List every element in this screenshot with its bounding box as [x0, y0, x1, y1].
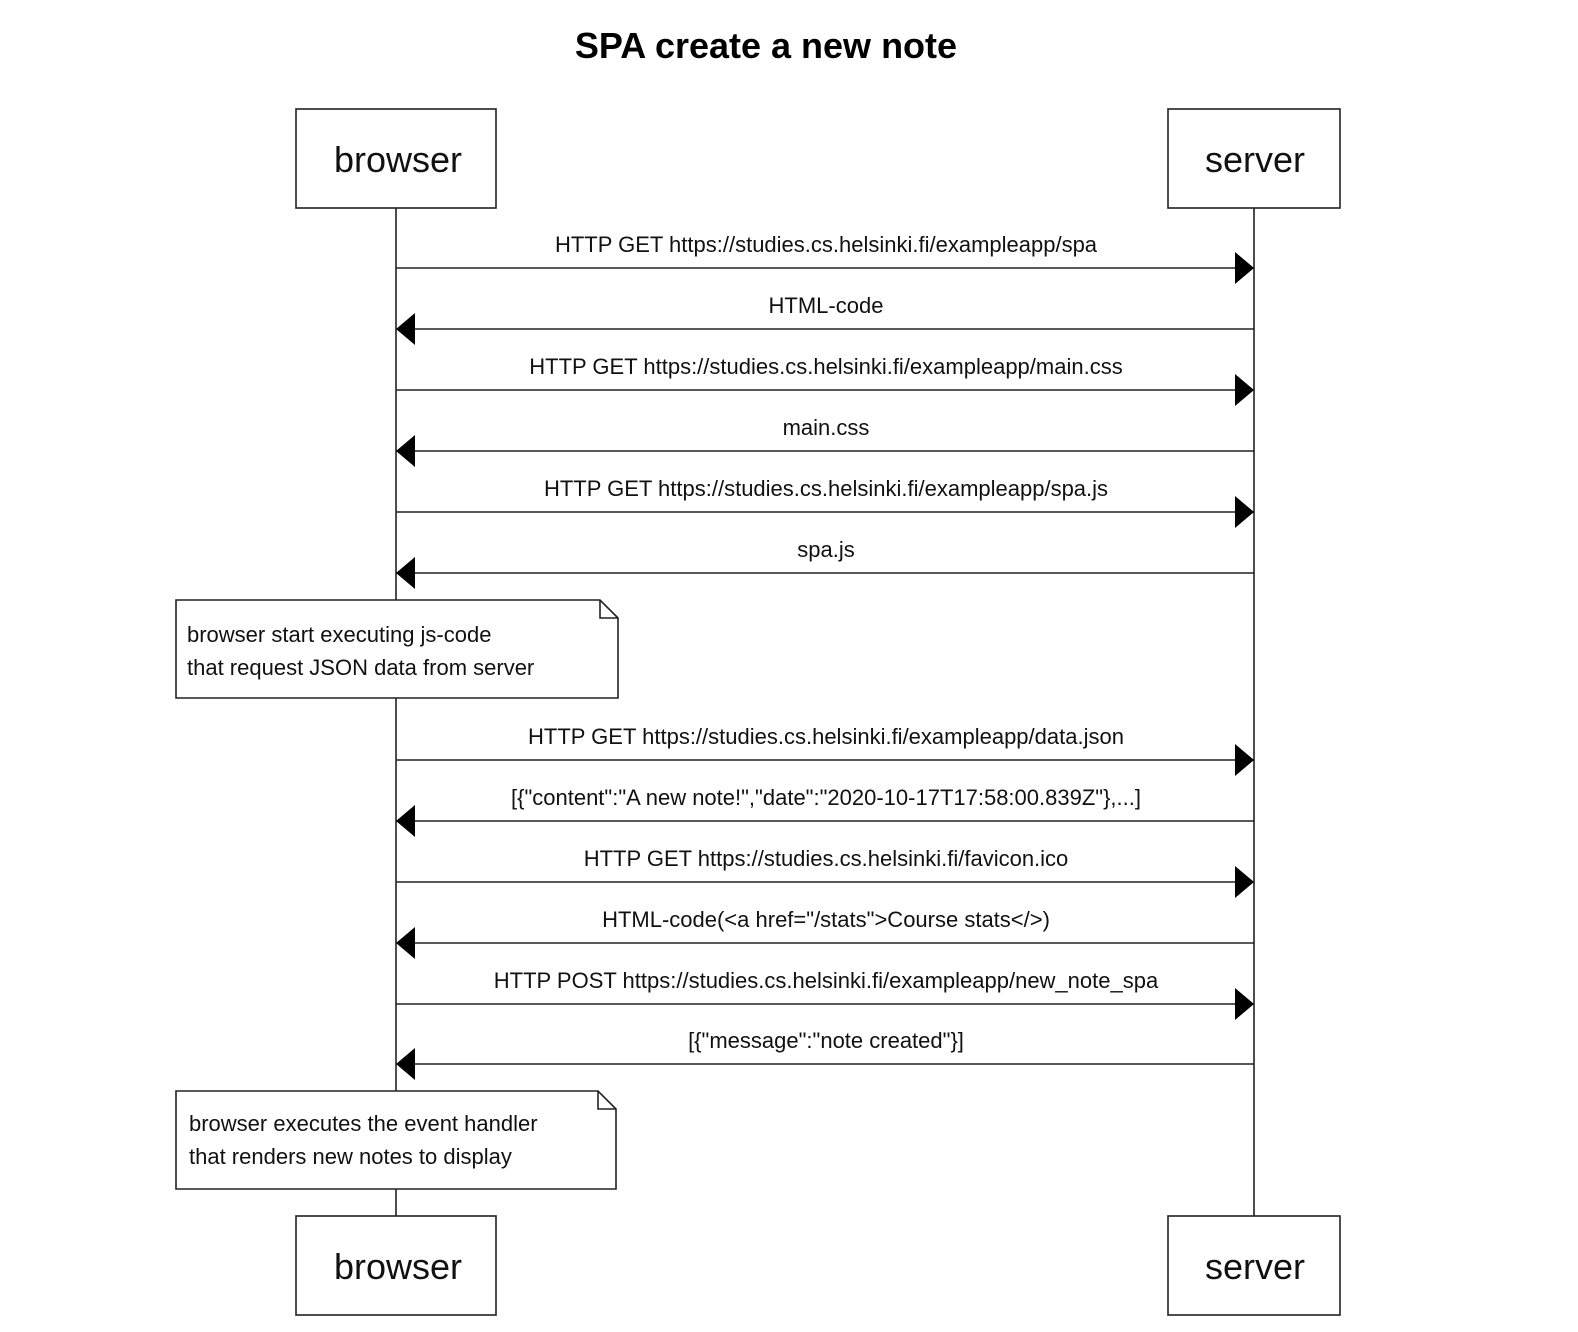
arrowhead	[396, 435, 415, 467]
message-9: HTTP GET https://studies.cs.helsinki.fi/…	[396, 846, 1254, 898]
message-label: HTTP GET https://studies.cs.helsinki.fi/…	[544, 476, 1108, 501]
message-label: HTTP GET https://studies.cs.helsinki.fi/…	[528, 724, 1124, 749]
participant-label-server-bottom: server	[1205, 1246, 1305, 1287]
message-label: HTTP POST https://studies.cs.helsinki.fi…	[494, 968, 1159, 993]
participant-label-browser-top: browser	[334, 139, 462, 180]
message-label: HTTP GET https://studies.cs.helsinki.fi/…	[584, 846, 1069, 871]
message-label: HTTP GET https://studies.cs.helsinki.fi/…	[529, 354, 1122, 379]
message-12: [{"message":"note created"}]	[396, 1028, 1254, 1080]
note-1-line-1: browser start executing js-code	[187, 622, 491, 647]
note-js-execution: browser start executing js-code that req…	[175, 599, 619, 699]
note-2-line-2: that renders new notes to display	[189, 1144, 512, 1169]
message-8: [{"content":"A new note!","date":"2020-1…	[396, 785, 1254, 837]
message-4: main.css	[396, 415, 1254, 467]
message-6: spa.js	[396, 537, 1254, 589]
arrowhead	[1235, 866, 1254, 898]
participant-label-server-top: server	[1205, 139, 1305, 180]
message-2: HTML-code	[396, 293, 1254, 345]
participant-server-bottom: server	[1167, 1215, 1341, 1316]
participant-label-browser-bottom: browser	[334, 1246, 462, 1287]
note-2-line-1: browser executes the event handler	[189, 1111, 538, 1136]
message-label: HTML-code(<a href="/stats">Course stats<…	[602, 907, 1050, 932]
message-label: HTTP GET https://studies.cs.helsinki.fi/…	[555, 232, 1098, 257]
message-label: spa.js	[797, 537, 854, 562]
arrowhead	[1235, 496, 1254, 528]
arrowhead	[396, 557, 415, 589]
message-5: HTTP GET https://studies.cs.helsinki.fi/…	[396, 476, 1254, 528]
diagram-title: SPA create a new note	[575, 25, 957, 66]
message-label: main.css	[783, 415, 870, 440]
arrowhead	[396, 805, 415, 837]
message-label: [{"message":"note created"}]	[688, 1028, 964, 1053]
arrowhead	[396, 1048, 415, 1080]
arrowhead	[1235, 744, 1254, 776]
participant-browser-top: browser	[295, 108, 497, 209]
messages: HTTP GET https://studies.cs.helsinki.fi/…	[396, 232, 1254, 1080]
message-3: HTTP GET https://studies.cs.helsinki.fi/…	[396, 354, 1254, 406]
message-10: HTML-code(<a href="/stats">Course stats<…	[396, 907, 1254, 959]
arrowhead	[1235, 988, 1254, 1020]
participant-browser-bottom: browser	[295, 1215, 497, 1316]
message-11: HTTP POST https://studies.cs.helsinki.fi…	[396, 968, 1254, 1020]
arrowhead	[396, 927, 415, 959]
participant-server-top: server	[1167, 108, 1341, 209]
note-event-handler: browser executes the event handler that …	[175, 1090, 617, 1190]
message-7: HTTP GET https://studies.cs.helsinki.fi/…	[396, 724, 1254, 776]
message-label: HTML-code	[769, 293, 884, 318]
note-1-line-2: that request JSON data from server	[187, 655, 534, 680]
message-1: HTTP GET https://studies.cs.helsinki.fi/…	[396, 232, 1254, 284]
arrowhead	[1235, 374, 1254, 406]
message-label: [{"content":"A new note!","date":"2020-1…	[511, 785, 1141, 810]
arrowhead	[1235, 252, 1254, 284]
arrowhead	[396, 313, 415, 345]
